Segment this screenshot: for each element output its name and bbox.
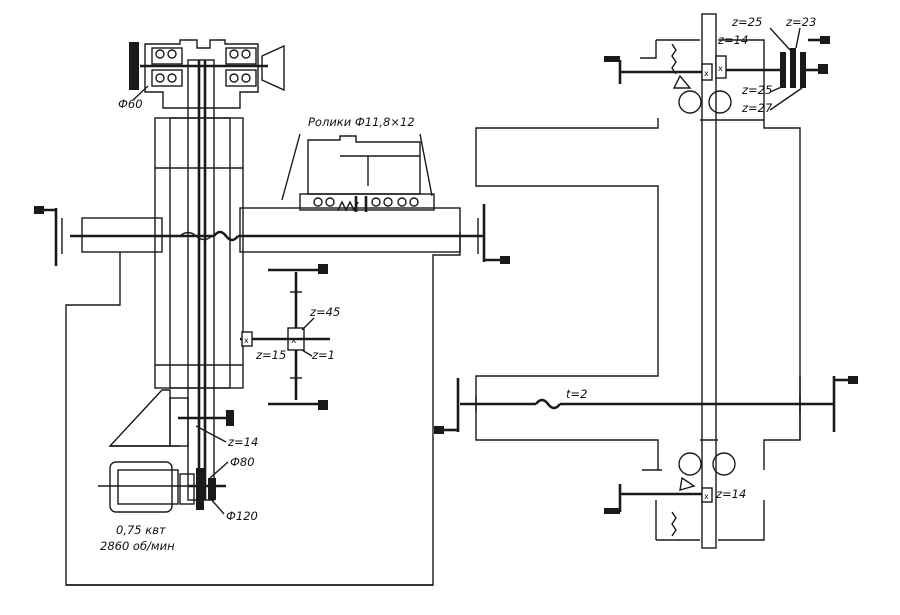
- label-z14-right-top: z=14: [717, 33, 748, 47]
- label-rollers: Ролики Ф11,8×12: [308, 115, 415, 129]
- label-z15: z=15: [255, 348, 286, 362]
- label-z27: z=27: [741, 101, 773, 115]
- right-bottom-head: x: [604, 452, 765, 541]
- table-shaft: [70, 207, 484, 253]
- left-assembly: x x: [34, 39, 510, 586]
- right-top-head: x x: [604, 36, 830, 121]
- label-phi60: Ф60: [118, 97, 143, 111]
- grinding-wheel: [129, 42, 139, 90]
- right-column: [700, 13, 718, 549]
- label-z25-b: z=25: [741, 83, 772, 97]
- label-z1: z=1: [311, 348, 335, 362]
- lead-screw: [434, 376, 858, 434]
- right-frame-outline: [475, 40, 801, 470]
- worm-gear-unit: x x: [240, 264, 330, 410]
- label-phi80: Ф80: [230, 455, 255, 469]
- right-table-handwheel: [477, 204, 510, 264]
- main-column: [154, 59, 244, 501]
- svg-text:x: x: [291, 336, 297, 346]
- label-z14-left: z=14: [227, 435, 258, 449]
- top-head-block: [140, 39, 268, 109]
- svg-text:x: x: [718, 64, 723, 73]
- label-motor-speed: 2860 об/мин: [100, 539, 175, 553]
- label-z23: z=23: [785, 15, 816, 29]
- label-z45: z=45: [309, 305, 340, 319]
- label-phi120: Ф120: [226, 509, 258, 523]
- svg-text:x: x: [704, 69, 709, 78]
- label-z25-a: z=25: [731, 15, 762, 29]
- labels: Ролики Ф11,8×12 Ф60 z=45 z=15 z=1 z=14 Ф…: [100, 15, 816, 553]
- svg-text:x: x: [244, 336, 249, 345]
- label-t2: t=2: [566, 387, 587, 401]
- label-z14-right-bottom: z=14: [715, 487, 746, 501]
- svg-text:x: x: [704, 492, 709, 501]
- cup-wheel: [261, 44, 285, 92]
- roller-carriage: [281, 133, 435, 212]
- right-assembly: x x: [434, 13, 858, 549]
- label-motor-power: 0,75 квт: [116, 523, 166, 537]
- motor-drive: [98, 389, 234, 513]
- left-handwheel: [34, 206, 63, 266]
